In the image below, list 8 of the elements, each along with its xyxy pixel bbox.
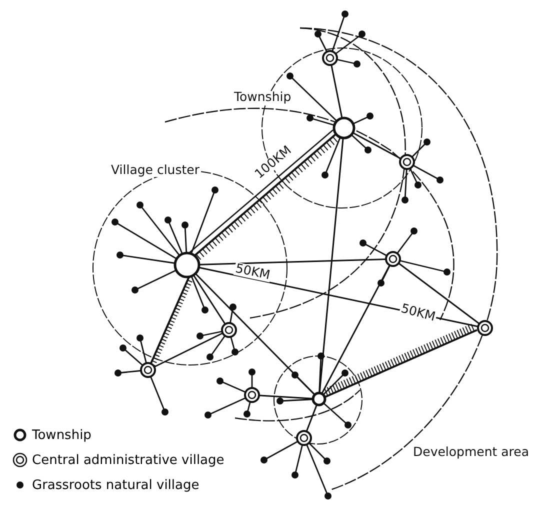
area-label: Development area	[412, 446, 530, 458]
area-label: Township	[233, 91, 292, 104]
area-label: Village cluster	[110, 164, 200, 176]
distance-label: 50KM	[398, 302, 438, 324]
legend-label: Township	[32, 428, 92, 442]
distance-label: 50KM	[233, 262, 272, 282]
legend-label: Grassroots natural village	[32, 478, 200, 492]
legend-label: Central administrative village	[32, 452, 224, 468]
